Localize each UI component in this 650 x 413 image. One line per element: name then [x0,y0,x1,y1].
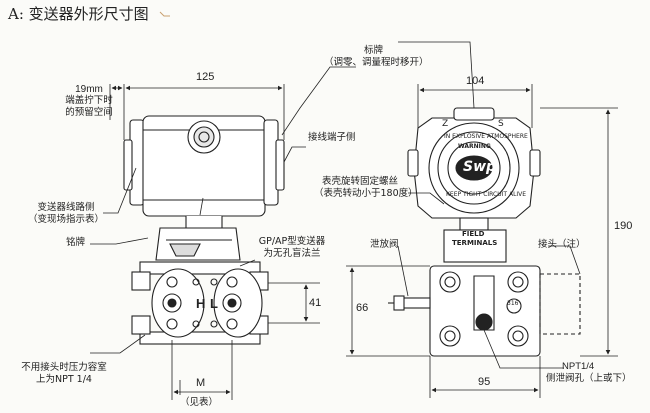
field-terminals-block [443,229,507,263]
end-cap-note-line2: 的预留空间 [65,107,113,118]
housing-rotate-note-line2: （表壳转动小于180度） [314,188,418,199]
front-view [388,107,581,357]
gp-ap-note-line1: GP/AP型变送器 [258,236,326,247]
unused-port-note-line2: 上为NPT 1/4 [36,374,92,385]
npt-label-line1: NPT1/4 [562,361,595,372]
nameplate-tag-sublabel: （调零、调量程时移开） [324,57,429,68]
dim-41: 41 [309,297,322,309]
drain-valve-body [401,297,431,309]
dim-190: 190 [614,220,633,232]
dim-104: 104 [466,75,485,87]
housing-ring-text: IN EXPLOSIVE ATMOSPHERE [444,133,528,140]
housing-letter-s: S [498,119,504,129]
dim-95: 95 [478,376,491,388]
housing-warning-text: WARNING [458,143,491,150]
gp-ap-note-line2: 为无孔盲法兰 [263,248,321,259]
side-view-dimensions [90,66,356,400]
unused-port-note-line1: 不用接头时压力容室 [21,362,107,373]
connector-label: 接头（注） [538,239,586,250]
connector-outline [539,273,581,335]
field-terminals-line1: FIELD [462,230,485,238]
figure-title: A: 变送器外形尺寸图 [8,5,149,23]
port-316 [506,298,522,314]
l-chamber [213,268,263,338]
housing-logo-text: Swp [463,159,497,175]
see-table-note: （见表） [180,397,219,408]
front-view-dimensions [346,41,618,398]
side-view [123,115,285,345]
swp-logo [455,155,493,181]
dim-125: 125 [196,71,215,83]
housing-ring-bottom-text: KEEP TIGHT CIRCUIT ALIVE [446,191,527,198]
housing-rotate-note-line1: 表壳旋转固定螺丝 [322,176,399,187]
circuit-side-sublabel: （变现场指示表） [27,214,104,225]
letter-l: L [210,296,218,311]
housing-letter-z: Z [442,119,449,129]
port-316-label: 316 [507,300,519,307]
dim-m: M [196,377,206,389]
nameplate-label: 铭牌 [66,237,86,248]
dim-66: 66 [356,302,369,314]
letter-h: H [196,296,206,311]
npt-label-line2: 侧泄阀孔（上或下） [546,373,632,384]
nameplate-tag-label: 标牌 [364,45,384,56]
field-terminals-line2: TERMINALS [452,239,498,247]
terminal-side-label: 接线端子侧 [308,132,356,143]
h-chamber [151,268,205,338]
end-cap-note-line1: 端盖拧下时 [65,95,113,106]
drain-valve-label: 泄放阀 [370,239,399,250]
dim-19mm: 19mm [75,84,103,95]
circuit-side-label: 变送器线路侧 [37,202,95,213]
